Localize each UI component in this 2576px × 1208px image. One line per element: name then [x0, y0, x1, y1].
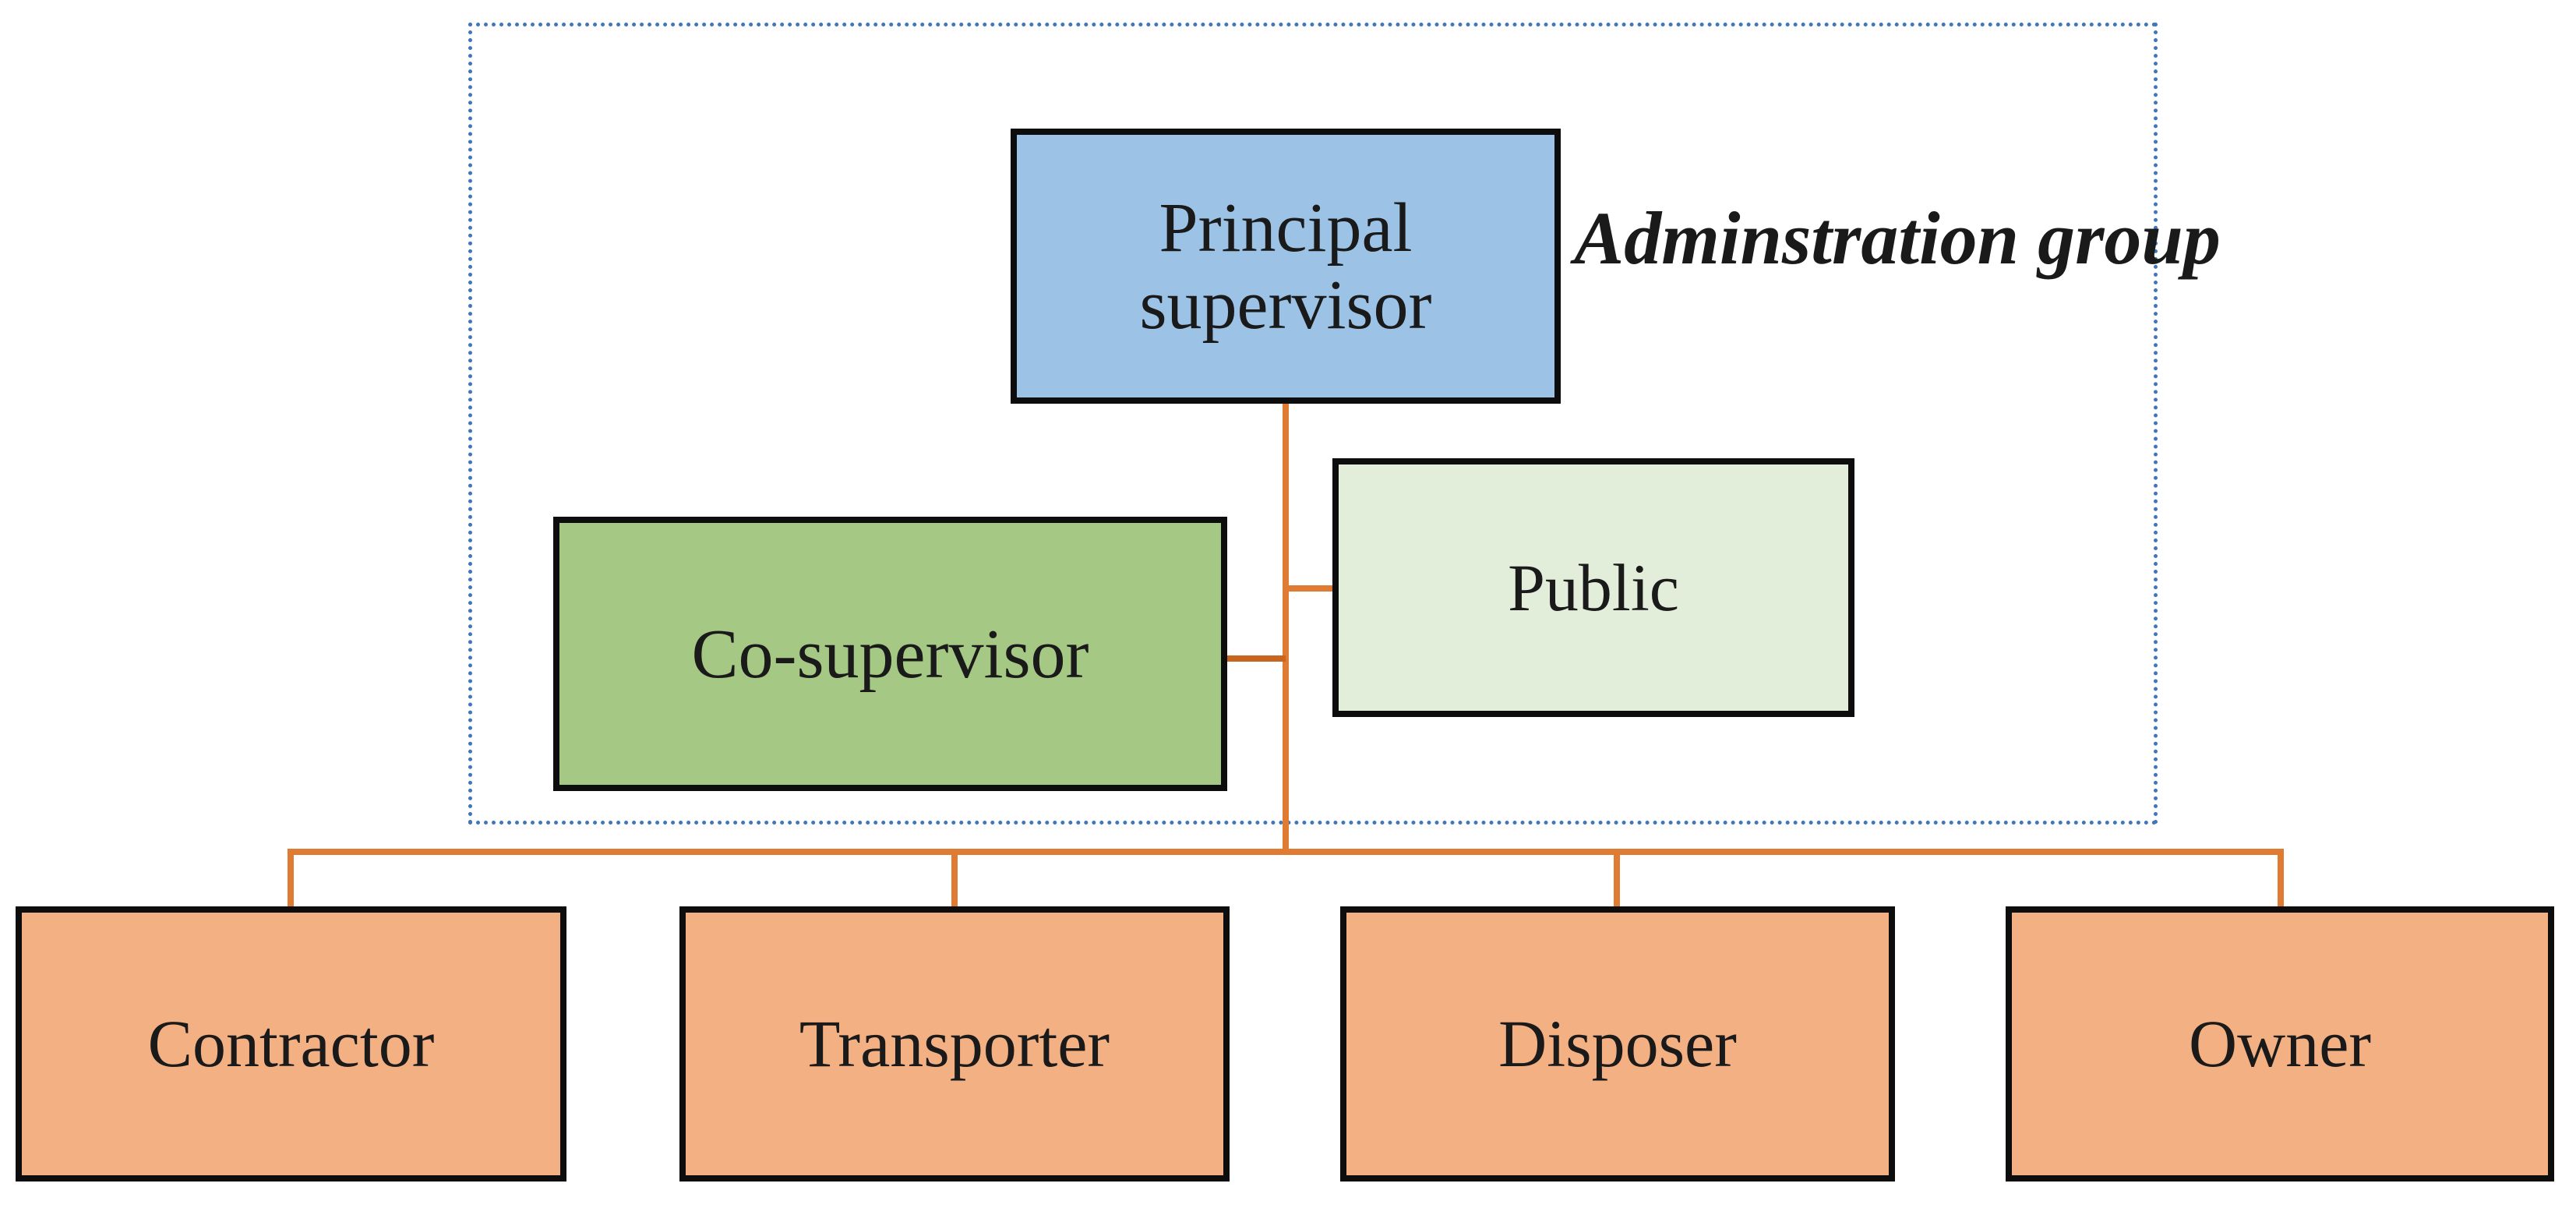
admin-group-label: Adminstration group	[1570, 187, 2225, 290]
node-co-supervisor-label: Co-supervisor	[691, 615, 1089, 693]
admin-group-label-line1: Adminstration	[1574, 196, 2020, 280]
edge-bus-to-disposer	[1614, 849, 1620, 906]
node-principal-supervisor: Principal supervisor	[1011, 129, 1561, 404]
edge-trunk-to-public	[1286, 585, 1336, 592]
node-public-label: Public	[1508, 549, 1679, 625]
node-public: Public	[1332, 458, 1854, 717]
edge-bus-to-transporter	[951, 849, 958, 906]
node-principal-supervisor-label: Principal supervisor	[1139, 189, 1432, 344]
admin-group-dotted-border	[468, 23, 2158, 825]
node-disposer-label: Disposer	[1498, 1006, 1737, 1082]
node-transporter: Transporter	[679, 906, 1230, 1182]
node-contractor-label: Contractor	[147, 1006, 435, 1082]
node-owner: Owner	[2006, 906, 2554, 1182]
edge-horizontal-bus	[288, 849, 2284, 855]
node-contractor: Contractor	[16, 906, 566, 1182]
admin-group-label-line2: group	[2038, 196, 2221, 280]
node-owner-label: Owner	[2188, 1006, 2372, 1082]
node-transporter-label: Transporter	[799, 1006, 1110, 1082]
edge-principal-trunk	[1283, 404, 1289, 855]
edge-bus-to-contractor	[288, 849, 294, 906]
edge-bus-to-owner	[2278, 849, 2284, 906]
node-co-supervisor: Co-supervisor	[553, 517, 1227, 791]
node-disposer: Disposer	[1340, 906, 1895, 1182]
edge-cosupervisor-to-trunk	[1224, 655, 1286, 662]
